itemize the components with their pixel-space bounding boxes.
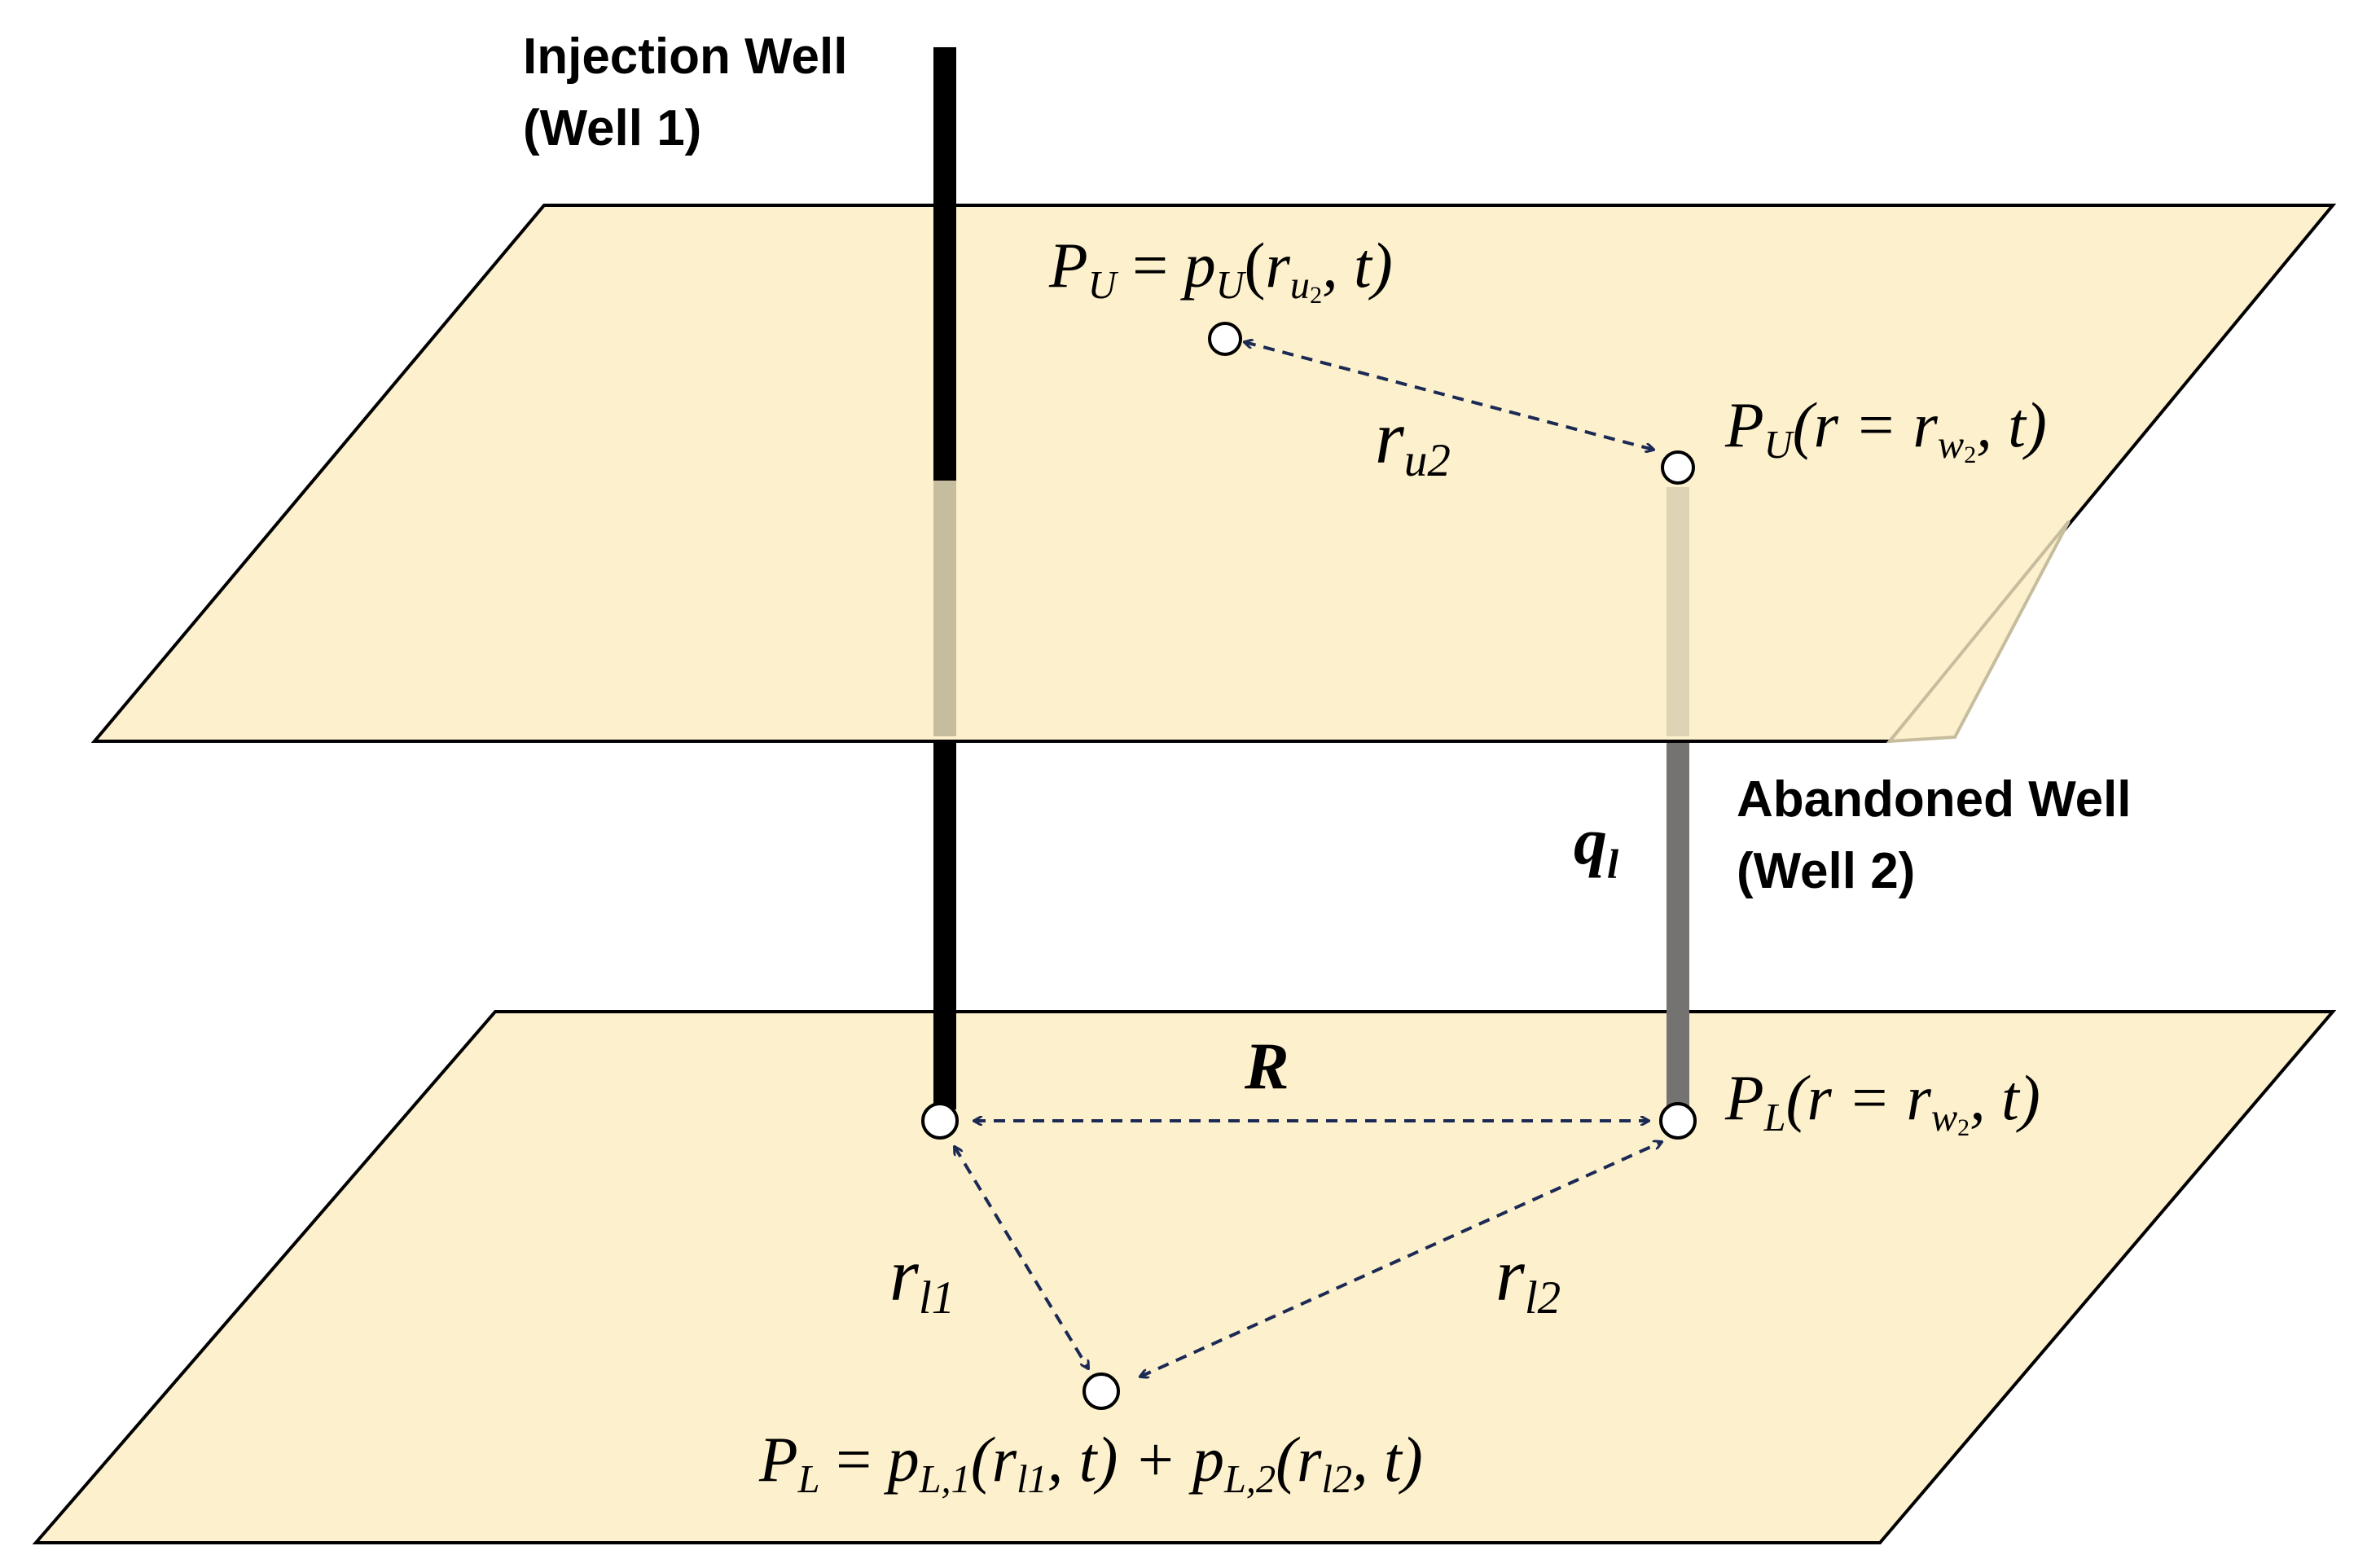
leak-rate-label: ql xyxy=(1574,804,1619,887)
upper-layer-edge-highlight xyxy=(1886,520,2071,744)
lower-well-equation: PL(r = rw2, t) xyxy=(1724,1062,2040,1141)
upper-observation-point xyxy=(1208,322,1242,356)
injection-well-label-line1: Injection Well xyxy=(523,29,847,85)
arrow-rl1 xyxy=(955,1147,1088,1368)
rl1-label: rl1 xyxy=(889,1233,955,1324)
ru2-label: ru2 xyxy=(1375,396,1451,486)
upper-point-equation: PU = pU(ru2, t) xyxy=(1048,230,1393,309)
arrow-rl2 xyxy=(1140,1142,1662,1377)
lower-well1-point xyxy=(921,1102,959,1140)
abandoned-well-label-line2: (Well 2) xyxy=(1737,843,1915,899)
arrow-ru2 xyxy=(1245,342,1653,450)
rl2-label: rl2 xyxy=(1495,1233,1561,1324)
injection-well-label-line2: (Well 1) xyxy=(523,100,701,156)
upper-well2-point xyxy=(1661,450,1695,485)
upper-well-equation: PU(r = rw2, t) xyxy=(1724,389,2047,468)
distance-R-label: R xyxy=(1244,1029,1289,1103)
lower-observation-point xyxy=(1082,1373,1120,1410)
lower-well2-point xyxy=(1659,1102,1697,1140)
lower-point-equation: PL = pL,1(rl1, t) + pL,2(rl2, t) xyxy=(758,1424,1423,1501)
abandoned-well-label-line1: Abandoned Well xyxy=(1737,771,2132,828)
